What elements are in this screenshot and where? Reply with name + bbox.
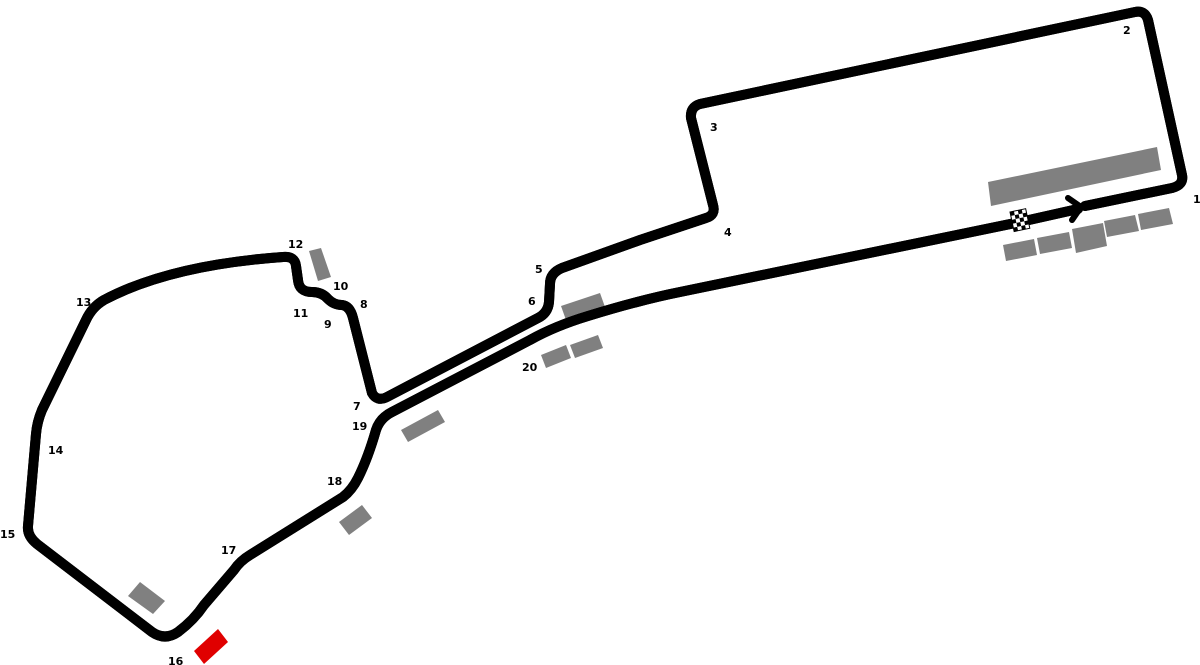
grandstand	[1072, 223, 1107, 253]
corner-17: 17	[221, 544, 236, 557]
corner-15: 15	[0, 528, 15, 541]
grandstand	[1037, 232, 1072, 254]
corner-3: 3	[710, 121, 718, 134]
checkered-flag-icon	[1009, 208, 1031, 233]
corner-18: 18	[327, 475, 342, 488]
grandstand	[1138, 208, 1173, 230]
corner-14: 14	[48, 444, 64, 457]
corner-12: 12	[288, 238, 303, 251]
direction-arrow-icon	[1065, 195, 1084, 223]
grandstand	[541, 345, 571, 368]
corner-1: 1	[1193, 193, 1200, 206]
corner-6: 6	[528, 295, 536, 308]
grandstand	[561, 293, 605, 320]
grandstand	[309, 248, 331, 281]
corner-19: 19	[352, 420, 367, 433]
grandstand	[1104, 215, 1139, 237]
corner-2: 2	[1123, 24, 1131, 37]
corner-20: 20	[522, 361, 538, 374]
corner-labels: 1 2 3 4 5 6 7 8 9 10 11 12 13 14 15 16 1…	[0, 24, 1200, 665]
corner-5: 5	[535, 263, 543, 276]
grandstands	[128, 147, 1173, 664]
corner-7: 7	[353, 400, 361, 413]
grandstand	[339, 505, 372, 535]
corner-9: 9	[324, 318, 332, 331]
corner-10: 10	[333, 280, 349, 293]
grandstand	[570, 335, 603, 358]
corner-16: 16	[168, 655, 184, 665]
grandstand	[401, 410, 445, 442]
track	[28, 12, 1182, 637]
corner-4: 4	[724, 226, 732, 239]
highlighted-stand	[194, 629, 228, 664]
corner-8: 8	[360, 298, 368, 311]
corner-13: 13	[76, 296, 91, 309]
grandstand	[1003, 239, 1037, 261]
grandstand	[988, 147, 1161, 206]
corner-11: 11	[293, 307, 308, 320]
start-finish	[1009, 195, 1084, 233]
grandstand	[128, 582, 165, 614]
